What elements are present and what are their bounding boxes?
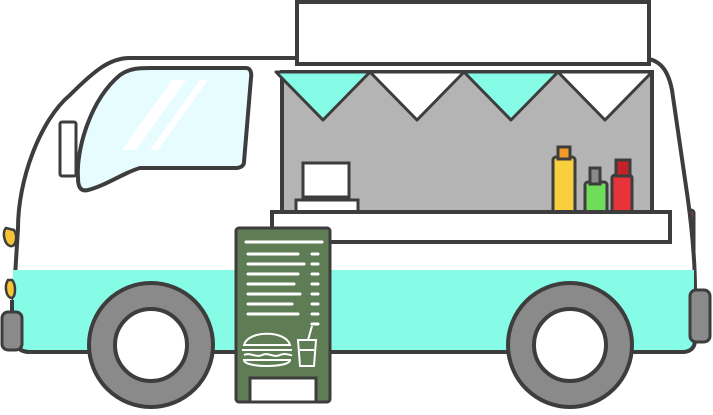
drink-icon [296, 325, 318, 367]
front-bumper [0, 310, 24, 352]
ketchup-bottle [610, 173, 634, 215]
burger-icon [242, 332, 293, 367]
serving-counter [270, 210, 672, 244]
register-icon [294, 161, 360, 214]
flag-4 [556, 70, 654, 122]
windshield-shine [122, 80, 186, 150]
headlight-lower [4, 278, 17, 300]
side-mirror [58, 120, 78, 178]
flag-1 [274, 70, 372, 122]
roof-sign-board [295, 0, 651, 66]
front-wheel [87, 281, 215, 409]
bottle-icon [551, 145, 634, 215]
mustard-bottle [551, 155, 577, 215]
green-bottle [583, 180, 609, 215]
bunting [274, 70, 654, 122]
headlight [2, 226, 18, 248]
rear-wheel [506, 281, 634, 409]
windshield [75, 66, 254, 193]
menu-lines [244, 240, 324, 326]
flag-3 [462, 70, 560, 122]
green-cap [588, 166, 602, 186]
mustard-cap [556, 145, 572, 161]
rear-bumper [688, 288, 712, 344]
ketchup-cap [614, 158, 632, 178]
flag-2 [368, 70, 466, 122]
windshield-shine-2 [150, 80, 208, 150]
